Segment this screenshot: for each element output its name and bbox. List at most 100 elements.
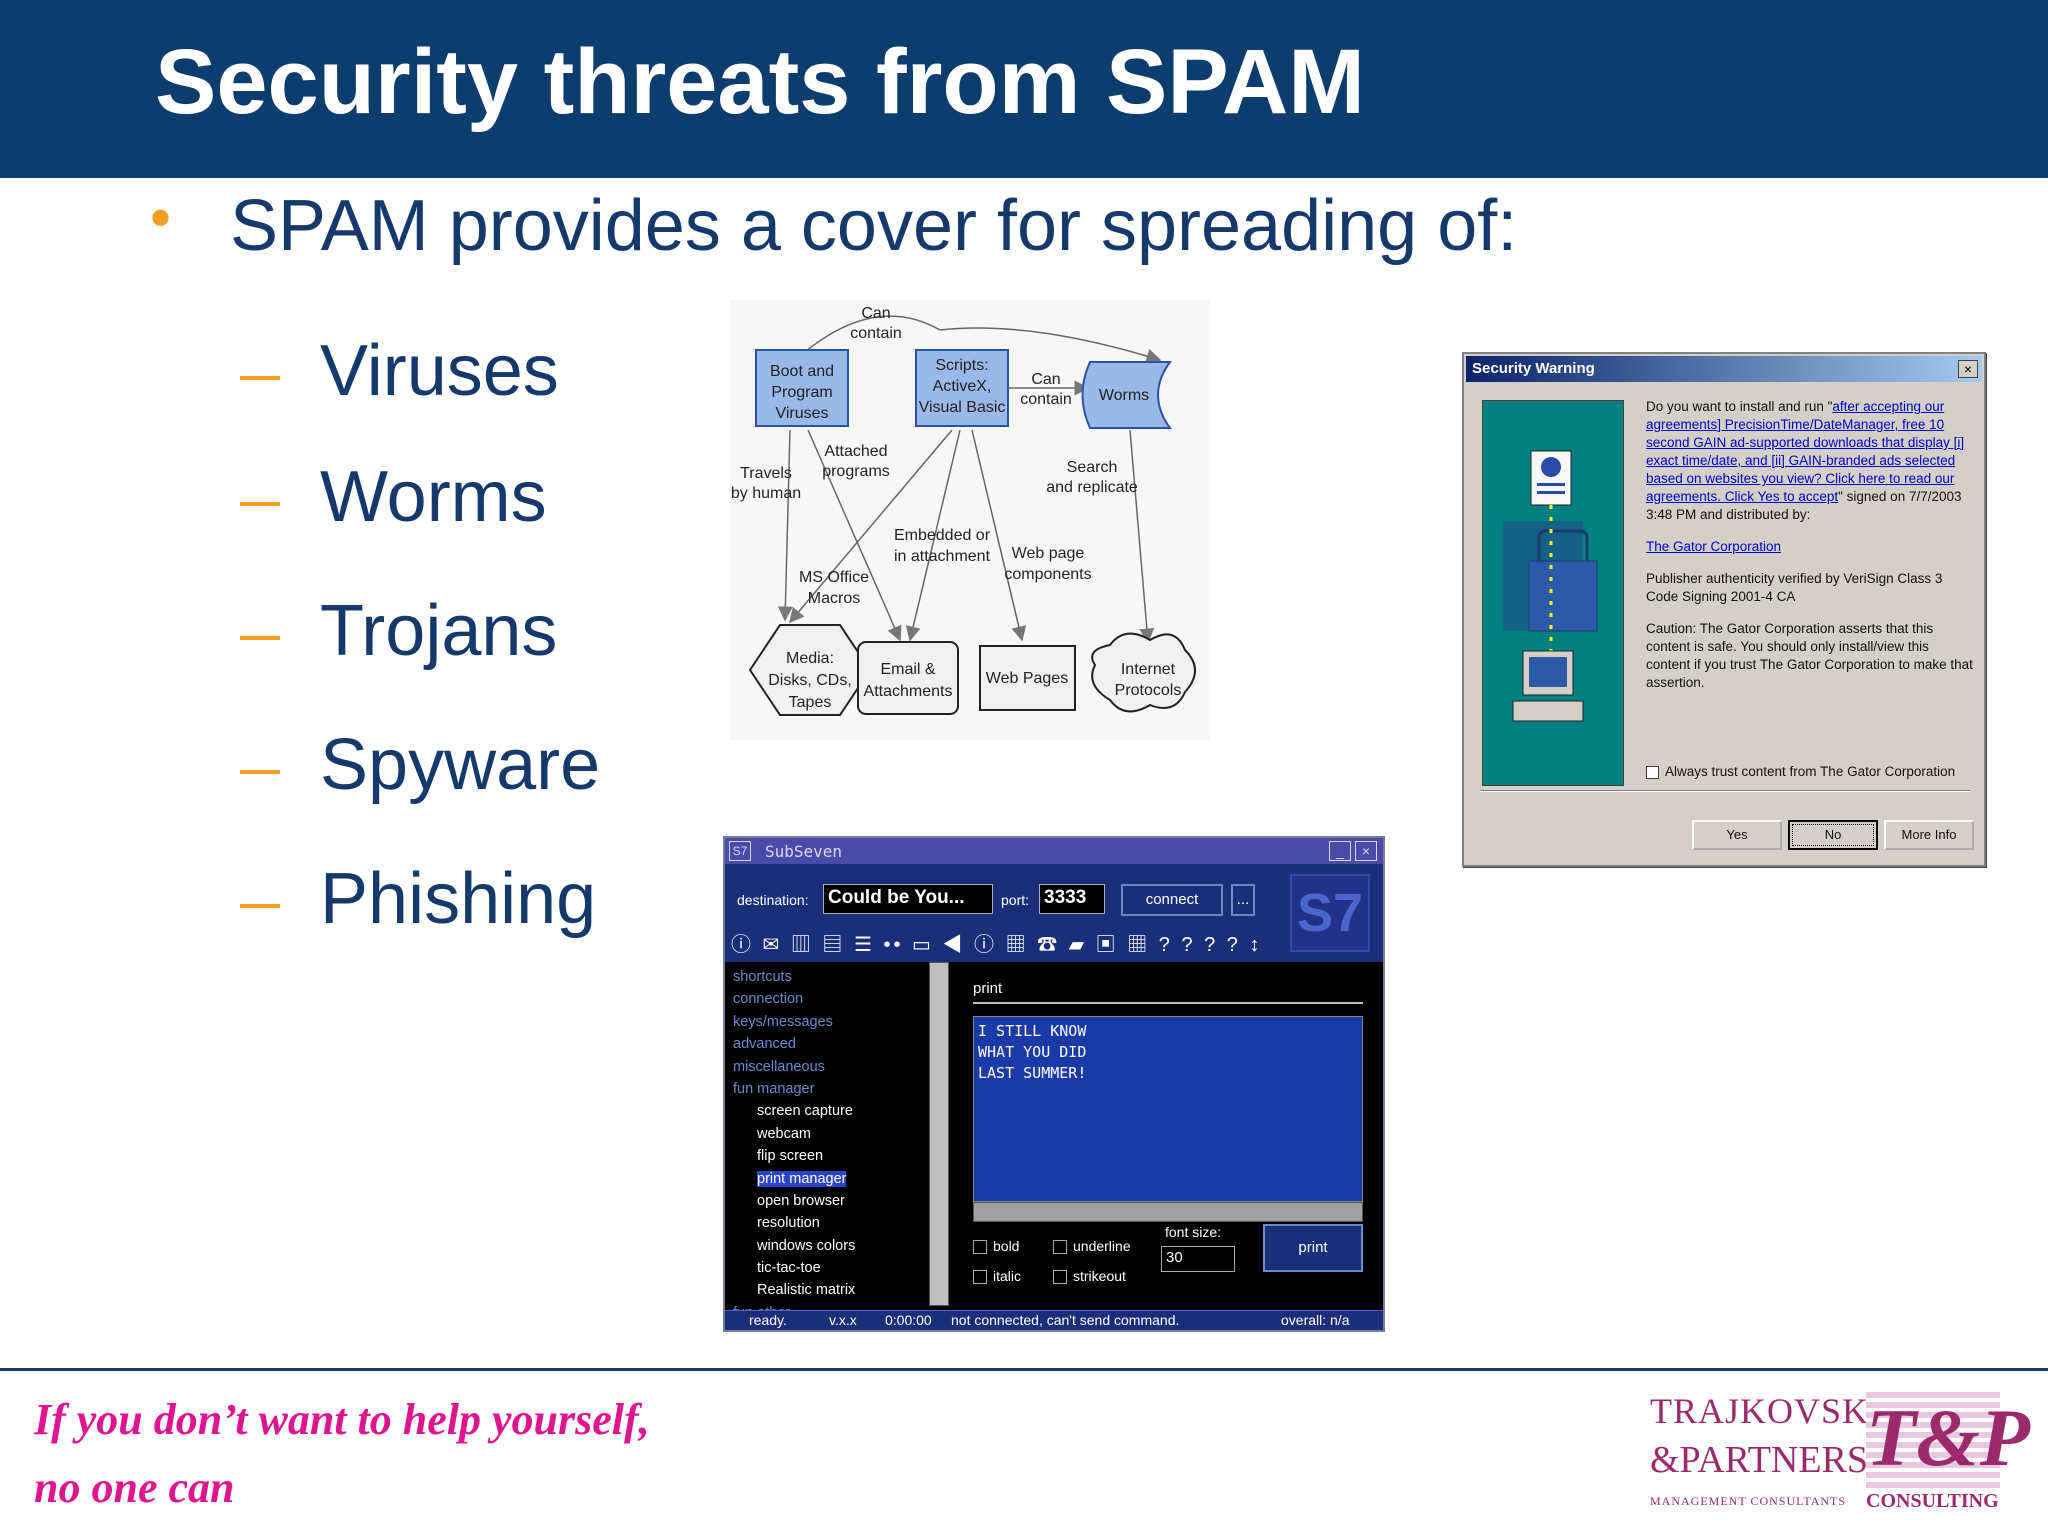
node-label: Email & xyxy=(880,661,935,678)
edge-line xyxy=(939,327,1162,364)
edge-line xyxy=(789,429,953,624)
tree-item[interactable]: Realistic matrix xyxy=(733,1279,933,1301)
tree-item-label: fun manager xyxy=(733,1080,815,1097)
more-button[interactable]: ... xyxy=(1231,884,1255,916)
destination-label: destination: xyxy=(737,892,809,908)
tree-item[interactable]: screen capture xyxy=(733,1100,933,1122)
sub-bullet-label: Phishing xyxy=(320,859,597,939)
main-bullet: SPAM provides a cover for spreading of: xyxy=(230,186,1518,266)
divider xyxy=(1480,790,1970,792)
text-scrollbar[interactable] xyxy=(973,1202,1363,1222)
checkbox-icon[interactable] xyxy=(1646,765,1659,779)
tree-item[interactable]: webcam xyxy=(733,1123,933,1145)
port-input[interactable]: 3333 xyxy=(1039,884,1105,914)
tree-item-label: connection xyxy=(733,991,804,1008)
brand-name: TRAJKOVSKI xyxy=(1650,1391,1883,1431)
node-label: Media: xyxy=(786,650,834,667)
node-email xyxy=(857,641,959,715)
tree-item[interactable]: flip screen xyxy=(733,1145,933,1167)
edge-label: Can xyxy=(861,305,890,322)
subseven-header: destination: Could be You... port: 3333 … xyxy=(725,864,1383,962)
port-label: port: xyxy=(1001,892,1030,908)
edge-label: Web page xyxy=(1012,545,1085,562)
minimize-icon[interactable]: _ xyxy=(1329,841,1351,861)
edge-label: Embedded or xyxy=(894,527,991,544)
print-button[interactable]: print xyxy=(1263,1224,1363,1272)
tree-item[interactable]: open browser xyxy=(733,1190,933,1212)
checkbox-icon[interactable] xyxy=(973,1270,987,1285)
tree-item[interactable]: miscellaneous xyxy=(733,1056,933,1078)
dialog-titlebar[interactable]: Security Warning × xyxy=(1466,356,1982,382)
status-overall: overall: n/a xyxy=(1281,1312,1350,1328)
node-label: Program xyxy=(771,384,832,401)
print-text-area[interactable]: I STILL KNOW WHAT YOU DID LAST SUMMER! xyxy=(973,1016,1363,1202)
edge-label: Attached xyxy=(824,443,887,460)
edge-label: contain xyxy=(1020,391,1072,408)
status-ready: ready. xyxy=(749,1312,787,1328)
tree-item-label: windows colors xyxy=(757,1237,856,1254)
tree-item[interactable]: resolution xyxy=(733,1212,933,1234)
brand-partners: &PARTNERS xyxy=(1650,1439,1869,1481)
close-icon[interactable]: × xyxy=(1958,360,1978,378)
font-size-label: font size: xyxy=(1165,1224,1222,1240)
close-icon[interactable]: × xyxy=(1355,841,1377,861)
tree-item-label: Realistic matrix xyxy=(757,1282,856,1299)
subseven-titlebar[interactable]: S7 SubSeven _ × xyxy=(725,838,1383,864)
connect-button[interactable]: connect xyxy=(1121,884,1223,916)
tree-item[interactable]: shortcuts xyxy=(733,966,933,988)
caution-text: Caution: The Gator Corporation asserts t… xyxy=(1646,621,1973,690)
tree-scrollbar[interactable] xyxy=(929,962,949,1306)
tree-item[interactable]: fun manager xyxy=(733,1078,933,1100)
strikeout-checkbox[interactable]: strikeout xyxy=(1053,1268,1126,1285)
checkbox-icon[interactable] xyxy=(1053,1270,1067,1285)
edge-label: Can xyxy=(1031,371,1060,388)
agreement-link[interactable]: after accepting our agreements] Precisio… xyxy=(1646,399,1965,504)
destination-input[interactable]: Could be You... xyxy=(823,884,993,914)
dash-icon xyxy=(240,770,280,774)
logo-letters: T&P xyxy=(1866,1392,2030,1483)
tree-item-label: resolution xyxy=(757,1215,820,1232)
authenticity-text: Publisher authenticity verified by VeriS… xyxy=(1646,571,1943,604)
underline-checkbox[interactable]: underline xyxy=(1053,1238,1131,1255)
node-worms xyxy=(1081,361,1172,429)
node-label: Attachments xyxy=(864,683,953,700)
edge-label: components xyxy=(1004,566,1091,583)
divider xyxy=(973,1002,1363,1004)
status-bar: ready. v.x.x 0:00:00 not connected, can'… xyxy=(725,1310,1383,1330)
subseven-toolbar[interactable]: ⓘ ✉ ▥ ▤ ☰ •• ▭ ◀ ⓘ ▦ ☎ ▰ ▣ ▦ ? ? ? ? ↕ xyxy=(731,934,1263,956)
more-info-button[interactable]: More Info xyxy=(1884,820,1974,850)
yes-button[interactable]: Yes xyxy=(1692,820,1782,850)
company-logo: T&P xyxy=(1866,1388,2030,1488)
node-label: Worms xyxy=(1099,387,1149,404)
tree-item-label: tic-tac-toe xyxy=(757,1260,821,1277)
tree-item[interactable]: tic-tac-toe xyxy=(733,1257,933,1279)
tree-item[interactable]: keys/messages xyxy=(733,1011,933,1033)
dash-icon xyxy=(240,636,280,640)
node-label: Scripts: xyxy=(935,357,988,374)
tree-item[interactable]: advanced xyxy=(733,1033,933,1055)
dash-icon xyxy=(240,376,280,380)
tree-item[interactable]: windows colors xyxy=(733,1235,933,1257)
diagram-svg: Boot and Program Viruses Scripts: Active… xyxy=(731,305,1196,716)
italic-checkbox[interactable]: italic xyxy=(973,1268,1021,1285)
subseven-logo-icon: S7 xyxy=(729,841,751,861)
font-size-input[interactable]: 30 xyxy=(1161,1246,1235,1272)
node-scripts xyxy=(915,349,1009,427)
bold-checkbox[interactable]: bold xyxy=(973,1238,1019,1255)
node-label: Visual Basic xyxy=(919,399,1006,416)
edge-label: MS Office xyxy=(799,569,869,586)
edge-line xyxy=(905,429,961,642)
publisher-link[interactable]: The Gator Corporation xyxy=(1646,539,1782,554)
checkbox-icon[interactable] xyxy=(973,1240,987,1255)
tree-item[interactable]: connection xyxy=(733,988,933,1010)
no-button[interactable]: No xyxy=(1788,820,1878,850)
tree-item[interactable]: print manager xyxy=(733,1168,933,1190)
sub-bullet-label: Spyware xyxy=(320,725,601,805)
checkbox-icon[interactable] xyxy=(1053,1240,1067,1255)
always-trust-checkbox[interactable]: Always trust content from The Gator Corp… xyxy=(1646,764,1955,779)
tree-item-label: open browser xyxy=(757,1192,845,1209)
brand-tagline: MANAGEMENT CONSULTANTS xyxy=(1650,1494,1847,1508)
edge-line xyxy=(807,429,902,642)
dialog-body: Do you want to install and run "after ac… xyxy=(1646,398,1976,706)
